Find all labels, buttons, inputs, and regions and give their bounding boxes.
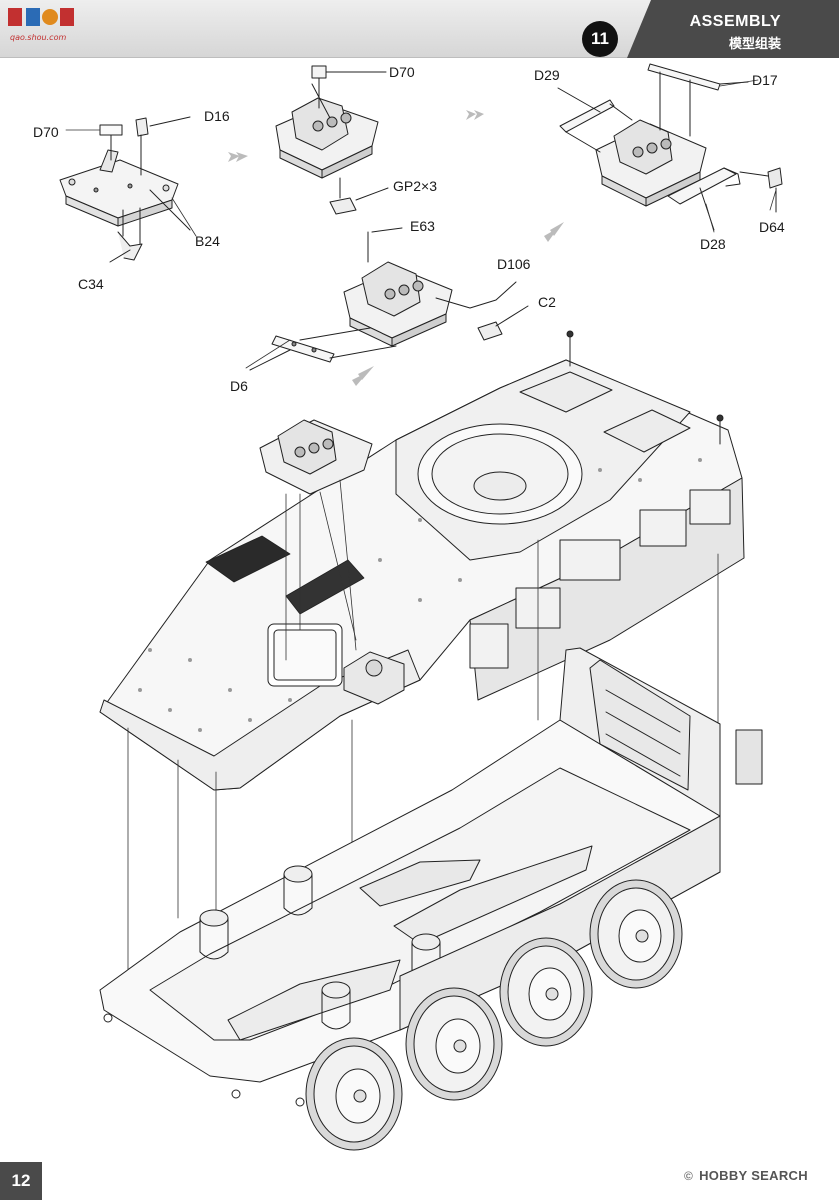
wheel-1: [305, 1037, 403, 1151]
lower-hull: [99, 647, 763, 1151]
watermark-text: qao.shou.com: [10, 33, 67, 42]
label-d28: D28: [700, 236, 726, 252]
label-d70-left: D70: [33, 124, 59, 140]
section-subtitle: 模型组装: [728, 37, 781, 52]
wheel-4: [589, 879, 683, 989]
wheel-3: [499, 937, 593, 1047]
label-d16: D16: [204, 108, 230, 124]
label-d106: D106: [497, 256, 531, 272]
label-d70-top: D70: [389, 64, 415, 80]
engine-grille-left: [205, 535, 291, 583]
flow-arrows: [228, 110, 564, 386]
step-number-badge: 11: [582, 21, 618, 57]
watermark-logo: qao.shou.com: [6, 6, 76, 42]
header-section-panel: [627, 0, 839, 58]
subassembly-d29-d28: [557, 63, 783, 231]
copyright-icon: ©: [684, 1169, 694, 1183]
wheels: [305, 879, 683, 1151]
upper-hull: [99, 330, 745, 791]
label-c2: C2: [538, 294, 556, 310]
label-e63: E63: [410, 218, 435, 234]
subassembly-d70: [275, 65, 389, 215]
label-d64: D64: [759, 219, 785, 235]
section-title: ASSEMBLY: [689, 13, 781, 30]
label-d17: D17: [752, 72, 778, 88]
page-number: 12: [0, 1162, 42, 1200]
footer-logo: © HOBBY SEARCH: [684, 1168, 808, 1183]
label-c34: C34: [78, 276, 104, 292]
wheel-2: [405, 987, 503, 1101]
subassembly-b24: [59, 116, 191, 263]
label-b24: B24: [195, 233, 220, 249]
subassembly-d106: [249, 227, 529, 371]
label-d6: D6: [230, 378, 248, 394]
label-d29: D29: [534, 67, 560, 83]
label-gp2: GP2×3: [393, 178, 437, 194]
engine-grille-right: [285, 559, 365, 615]
leader-lines: [65, 79, 777, 369]
footer-logo-text: HOBBY SEARCH: [699, 1168, 808, 1183]
